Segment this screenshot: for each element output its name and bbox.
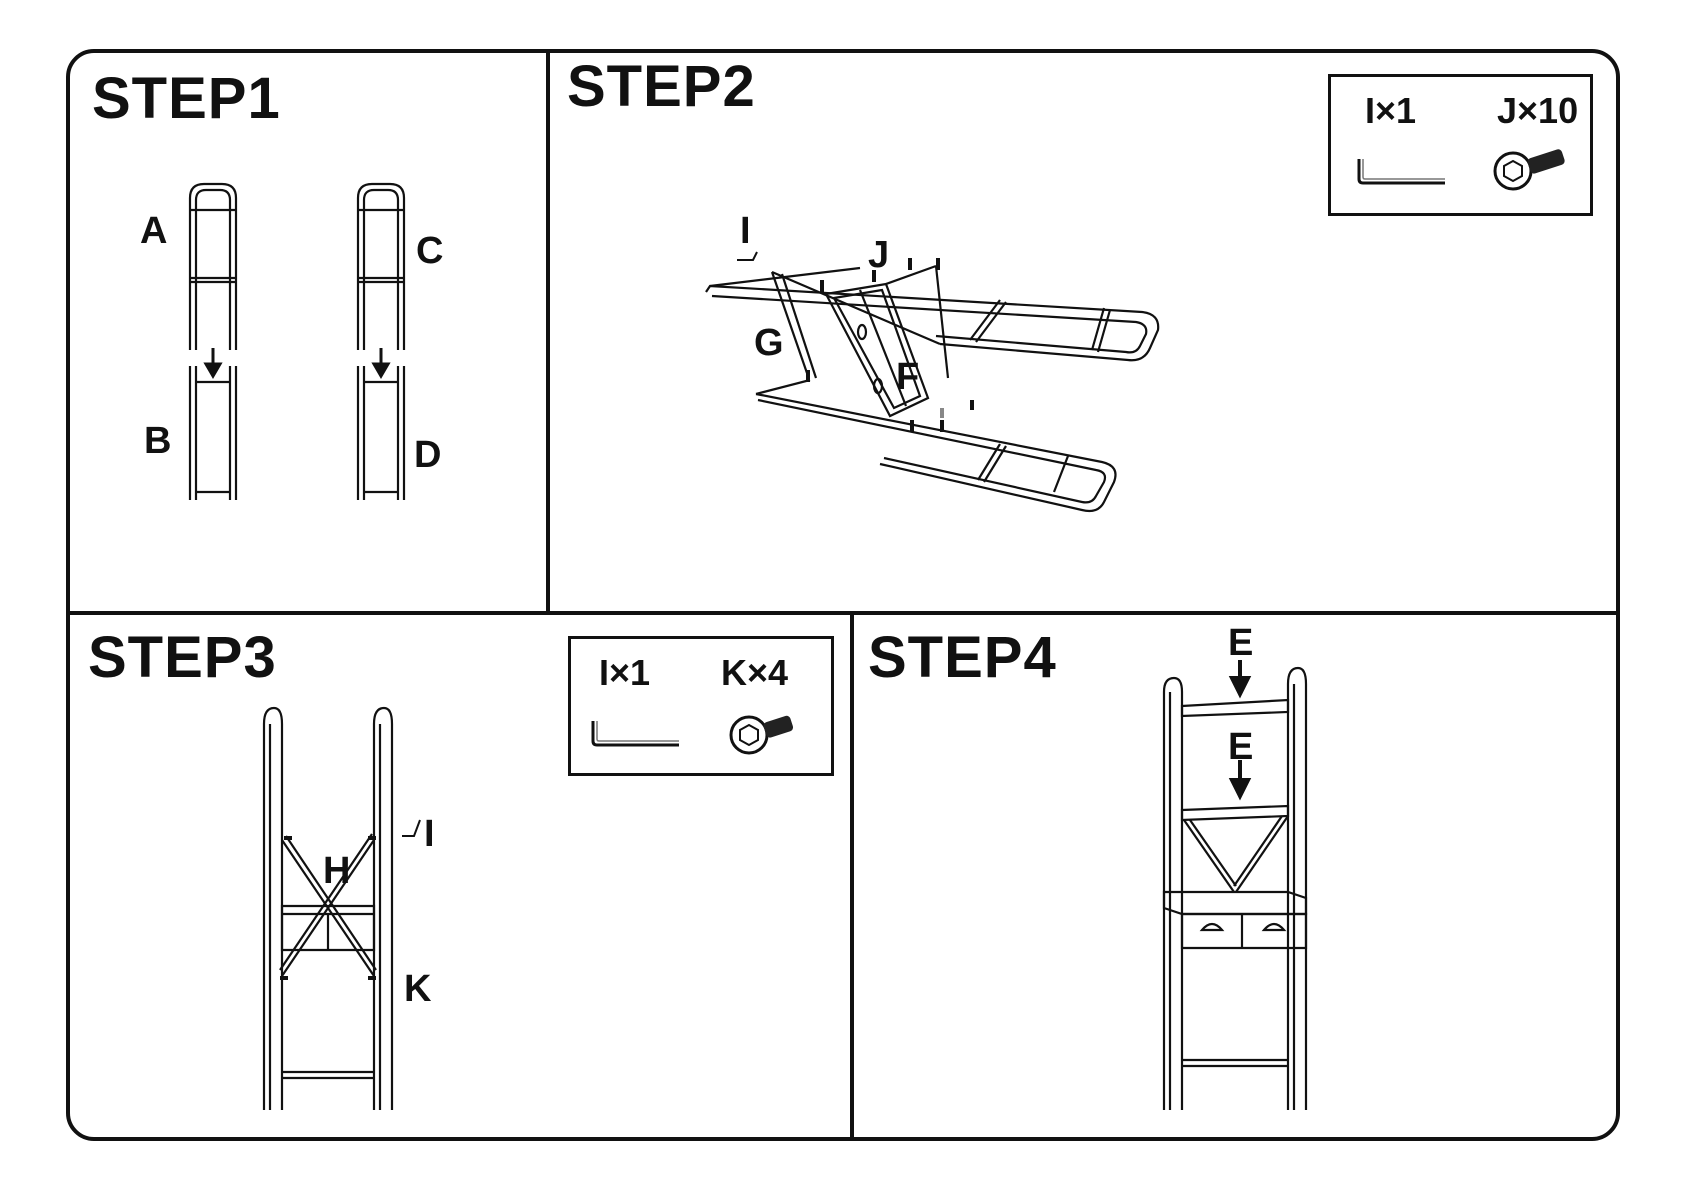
allen-key-icon — [735, 248, 765, 268]
step3-title: STEP3 — [88, 625, 277, 690]
divider-vertical-top — [546, 51, 550, 614]
down-arrow-icon — [1232, 660, 1248, 796]
step3-parts-box: I×1 K×4 — [568, 636, 834, 776]
label-e-mid: E — [1228, 726, 1254, 768]
label-k-step3: K — [404, 968, 432, 1010]
step2-screw-qty: J×10 — [1497, 90, 1579, 131]
step2-assembly-drawing — [700, 258, 1180, 540]
step3-frame-drawing — [256, 700, 406, 1120]
label-f-step2: F — [896, 356, 920, 398]
label-i-step3: I — [424, 813, 435, 855]
divider-horizontal — [68, 611, 1618, 615]
step4-shelf-drawing — [1160, 660, 1310, 1120]
label-i-step2: I — [740, 210, 751, 252]
step3-tool-qty: I×1 — [599, 652, 651, 693]
step1-title: STEP1 — [92, 66, 281, 131]
step1-frames-drawing — [140, 170, 460, 510]
step2-parts-box: I×1 J×10 — [1328, 74, 1593, 216]
label-j-step2: J — [868, 234, 890, 276]
instruction-frame — [66, 49, 1620, 1141]
step2-tool-qty: I×1 — [1365, 90, 1417, 131]
label-c: C — [416, 230, 444, 272]
step4-title: STEP4 — [868, 625, 1057, 690]
label-a: A — [140, 210, 168, 252]
label-d: D — [414, 434, 442, 476]
down-arrow-icon — [206, 348, 388, 376]
allen-key-icon — [1353, 157, 1453, 187]
step2-title: STEP2 — [567, 54, 756, 119]
screw-icon — [729, 707, 794, 757]
screw-icon — [1493, 149, 1565, 193]
label-g-step2: G — [754, 322, 784, 364]
allen-key-icon — [587, 719, 687, 749]
label-h-step3: H — [323, 850, 351, 892]
divider-vertical-bottom — [850, 613, 854, 1139]
allen-key-icon — [400, 818, 424, 842]
label-b: B — [144, 420, 172, 462]
step3-screw-qty: K×4 — [721, 652, 789, 693]
label-e-top: E — [1228, 622, 1254, 664]
